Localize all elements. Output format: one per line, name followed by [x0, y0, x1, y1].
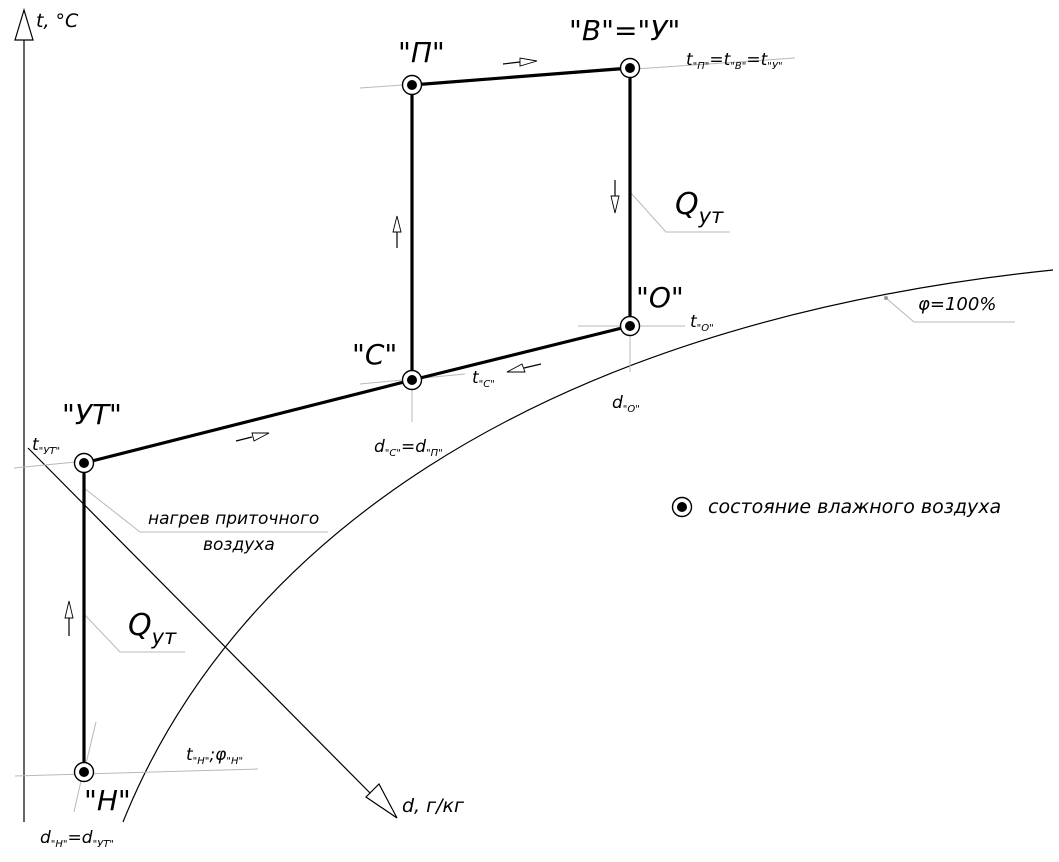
- state-points: [73, 57, 641, 783]
- d-axis-arrow-icon: [365, 783, 398, 819]
- arrow-up-icon: [64, 600, 74, 636]
- point-name-N: "Н": [84, 784, 131, 817]
- guide-lines: [13, 57, 796, 813]
- arrow-left-icon: [506, 363, 542, 373]
- label-t-N-phi-N: t"Н";φ"Н": [186, 745, 243, 767]
- phi-100-label: φ=100%: [918, 294, 996, 315]
- parameter-labels: t"П"=t"В"=t"У" t"О" d"О" t"С" d"С"=d"П" …: [32, 50, 783, 850]
- arrow-right-icon: [502, 57, 538, 67]
- label-t-O: t"О": [690, 312, 714, 334]
- process-UT-S: [83, 378, 413, 465]
- arrow-up-icon: [392, 215, 402, 248]
- label-t-UT: t"УТ": [32, 435, 60, 457]
- arrow-right-icon: [235, 432, 270, 442]
- t-axis: t, °C: [14, 7, 79, 822]
- label-heating-line2: воздуха: [203, 535, 275, 555]
- t-axis-label: t, °C: [36, 10, 79, 32]
- d-axis-label: d, г/кг: [402, 795, 465, 817]
- legend-state-marker-icon: [671, 496, 693, 518]
- state-point-N: [73, 761, 95, 783]
- point-name-UT: "УТ": [62, 398, 122, 431]
- direction-arrows: [64, 57, 620, 636]
- label-q-upper: Qут: [675, 187, 724, 228]
- arrow-down-icon: [610, 180, 620, 214]
- label-d-O: d"О": [612, 393, 640, 415]
- point-name-P: "П": [398, 36, 445, 69]
- point-names: "Н" "УТ" "С" "О" "П" "В"="У": [62, 14, 684, 817]
- point-name-O: "О": [636, 281, 684, 314]
- label-d-S-P: d"С"=d"П": [374, 437, 443, 459]
- label-q-lower: Qут: [128, 608, 177, 649]
- state-point-VU: [619, 57, 641, 79]
- point-name-VU: "В"="У": [569, 14, 680, 47]
- label-t-S: t"С": [472, 368, 495, 390]
- legend: состояние влажного воздуха: [671, 496, 1001, 518]
- legend-label: состояние влажного воздуха: [708, 496, 1001, 518]
- state-point-P: [401, 74, 423, 96]
- d-axis: d, г/кг: [27, 447, 465, 819]
- process-P-VU: [411, 66, 631, 87]
- point-name-S: "С": [352, 338, 397, 371]
- state-point-O: [619, 315, 641, 337]
- label-d-N-UT: d"Н"=d"УТ": [40, 828, 114, 850]
- process-lines: [82, 66, 632, 772]
- process-O-S: [411, 324, 631, 382]
- t-axis-arrow-icon: [14, 7, 34, 41]
- label-t-P-V-U: t"П"=t"В"=t"У": [686, 50, 783, 72]
- state-point-UT: [73, 452, 95, 474]
- saturation-curve: φ=100%: [122, 269, 1054, 823]
- label-heating-line1: нагрев приточного: [148, 509, 319, 529]
- state-point-S: [401, 369, 423, 391]
